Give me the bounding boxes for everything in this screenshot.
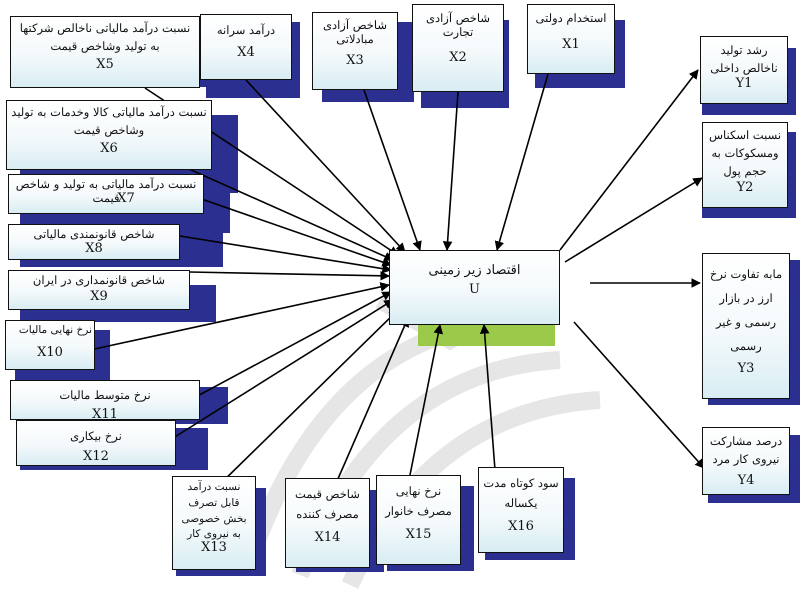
arrow-x1 bbox=[494, 73, 549, 251]
x13-code: X13 bbox=[201, 540, 227, 555]
x5-title: نسبت درآمد مالیاتی ناخالص شرکتها به تولی… bbox=[19, 21, 191, 53]
x2-code: X2 bbox=[449, 49, 467, 65]
x4-title: درآمد سرانه bbox=[216, 23, 276, 37]
arrow-x12 bbox=[169, 299, 394, 441]
x12-code: X12 bbox=[83, 449, 109, 465]
arrow-x6 bbox=[179, 164, 394, 261]
arrow-x4 bbox=[245, 79, 406, 253]
x8-title: شاخص قانونمندی مالیاتی bbox=[33, 227, 155, 241]
arrow-y1 bbox=[559, 69, 699, 251]
input-box-x2: شاخص آزادی تجارت X2 bbox=[412, 4, 504, 92]
input-box-x8: شاخص قانونمندی مالیاتی X8 bbox=[8, 224, 180, 260]
x6-title: نسبت درآمد مالیاتی کالا وخدمات به تولید … bbox=[11, 105, 207, 137]
arrow-x11 bbox=[189, 291, 392, 401]
arrow-x10 bbox=[89, 282, 390, 351]
arrow-x15 bbox=[409, 324, 444, 476]
x8-code: X8 bbox=[85, 241, 103, 257]
x12-title: نرخ بیکاری bbox=[70, 429, 122, 443]
input-box-x4: درآمد سرانه X4 bbox=[200, 14, 292, 80]
x13-title: نسبت درآمد قابل تصرف بخش خصوصی به نیروی … bbox=[181, 481, 247, 541]
x11-code: X11 bbox=[92, 407, 118, 420]
x2-title: شاخص آزادی تجارت bbox=[425, 11, 491, 40]
arrow-x13 bbox=[213, 309, 399, 491]
arrow-x7 bbox=[189, 194, 392, 267]
y3-title: مابه تفاوت نرخ ارز در بازار رسمی و غیر ر… bbox=[709, 267, 783, 354]
x4-code: X4 bbox=[237, 45, 255, 61]
y2-code: Y2 bbox=[736, 180, 754, 196]
input-box-x3: شاخص آزادی مبادلاتی X3 bbox=[312, 12, 398, 90]
x11-title: نرخ متوسط مالیات bbox=[59, 388, 151, 402]
x14-code: X14 bbox=[314, 530, 341, 546]
output-box-y3: مابه تفاوت نرخ ارز در بازار رسمی و غیر ر… bbox=[702, 253, 790, 399]
arrow-x14 bbox=[333, 317, 409, 489]
x3-title: شاخص آزادی مبادلاتی bbox=[322, 18, 388, 47]
arrow-x3 bbox=[363, 89, 422, 251]
output-box-y4: درصد مشارکت نیروی کار مرد Y4 bbox=[702, 427, 790, 495]
input-box-x1: استخدام دولتی X1 bbox=[527, 4, 615, 74]
input-box-x10: نرخ نهایی مالیات X10 bbox=[5, 320, 95, 370]
x16-title: سود کوتاه مدت یکساله bbox=[483, 476, 559, 510]
center-box: اقتصاد زیر زمینی U bbox=[389, 250, 560, 325]
arrow-x16 bbox=[479, 324, 496, 471]
x1-title: استخدام دولتی bbox=[535, 11, 607, 25]
output-box-y2: نسبت اسکناس ومسکوکات به حجم پول Y2 bbox=[702, 122, 788, 208]
input-box-x9: شاخص قانونمداری در ایران X9 bbox=[8, 270, 190, 310]
x15-code: X15 bbox=[405, 527, 432, 543]
input-box-x16: سود کوتاه مدت یکساله X16 bbox=[478, 467, 564, 553]
x5-code: X5 bbox=[96, 56, 114, 72]
input-box-x6: نسبت درآمد مالیاتی کالا وخدمات به تولید … bbox=[6, 100, 212, 170]
x6-code: X6 bbox=[100, 140, 118, 156]
arrow-x8 bbox=[179, 235, 392, 274]
x1-code: X1 bbox=[562, 37, 580, 53]
input-box-x7: نسبت درآمد مالیاتی به تولید و شاخص قیمت … bbox=[8, 174, 204, 214]
x7-title: نسبت درآمد مالیاتی به تولید و شاخص قیمت bbox=[15, 177, 197, 206]
y3-code: Y3 bbox=[737, 360, 755, 376]
x15-title: نرخ نهایی مصرف خانوار bbox=[385, 484, 452, 518]
center-code: U bbox=[469, 282, 480, 298]
input-box-x5: نسبت درآمد مالیاتی ناخالص شرکتها به تولی… bbox=[10, 16, 200, 88]
output-box-y1: رشد تولید ناخالص داخلی Y1 bbox=[700, 36, 788, 104]
arrow-y2 bbox=[564, 177, 703, 263]
x16-code: X16 bbox=[508, 519, 534, 535]
x9-code: X9 bbox=[90, 289, 108, 305]
y4-code: Y4 bbox=[737, 472, 755, 488]
input-box-x12: نرخ بیکاری X12 bbox=[16, 420, 176, 466]
input-box-x11: نرخ متوسط مالیات X11 bbox=[10, 380, 200, 420]
y4-title: درصد مشارکت نیروی کار مرد bbox=[709, 434, 783, 467]
arrow-x2 bbox=[442, 91, 459, 251]
y1-title: رشد تولید ناخالص داخلی bbox=[710, 43, 778, 76]
x7-code: X7 bbox=[117, 190, 135, 206]
input-box-x13: نسبت درآمد قابل تصرف بخش خصوصی به نیروی … bbox=[172, 476, 256, 570]
x9-title: شاخص قانونمداری در ایران bbox=[32, 273, 166, 287]
x10-title: نرخ نهایی مالیات bbox=[18, 324, 92, 336]
x10-code: X10 bbox=[37, 345, 63, 361]
x14-title: شاخص قیمت مصرف کننده bbox=[295, 487, 360, 521]
arrow-y4 bbox=[573, 321, 705, 469]
center-title: اقتصاد زیر زمینی bbox=[428, 263, 521, 278]
y2-title: نسبت اسکناس ومسکوکات به حجم پول bbox=[708, 128, 782, 178]
input-box-x15: نرخ نهایی مصرف خانوار X15 bbox=[376, 475, 461, 565]
arrow-x9 bbox=[189, 271, 390, 281]
x3-code: X3 bbox=[346, 52, 364, 68]
input-box-x14: شاخص قیمت مصرف کننده X14 bbox=[285, 478, 370, 568]
y1-code: Y1 bbox=[735, 75, 753, 91]
